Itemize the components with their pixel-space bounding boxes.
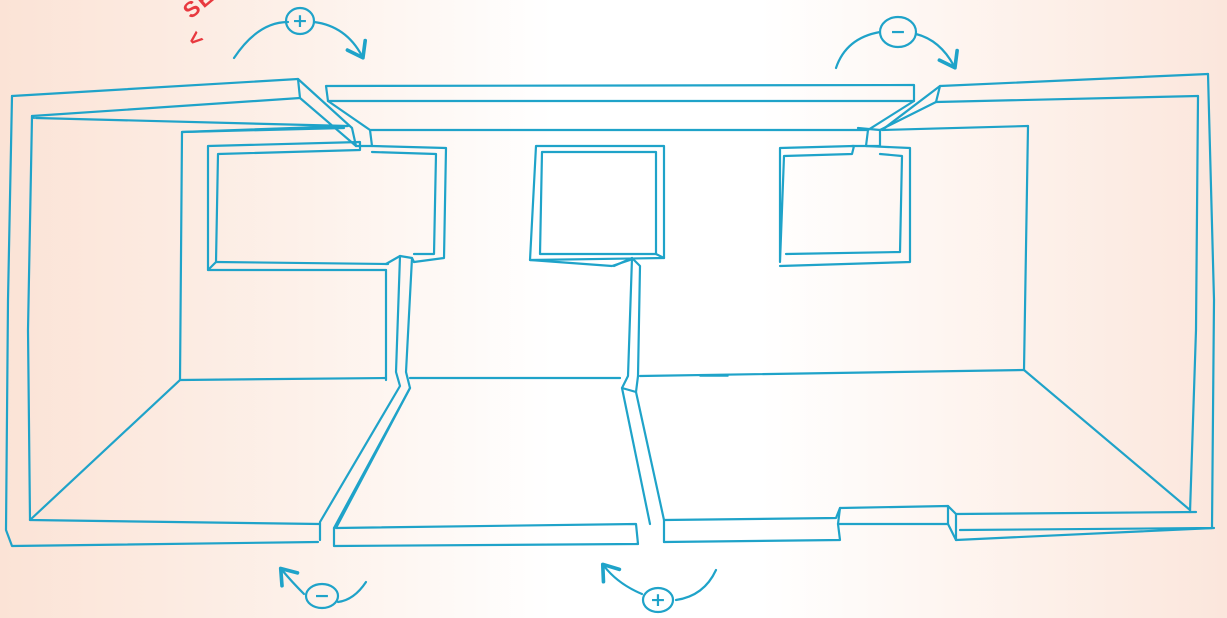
marker-sign: +	[292, 10, 308, 32]
marker-sign: −	[890, 21, 906, 43]
marker-sign: +	[650, 589, 666, 611]
marker-sign: −	[314, 585, 330, 607]
